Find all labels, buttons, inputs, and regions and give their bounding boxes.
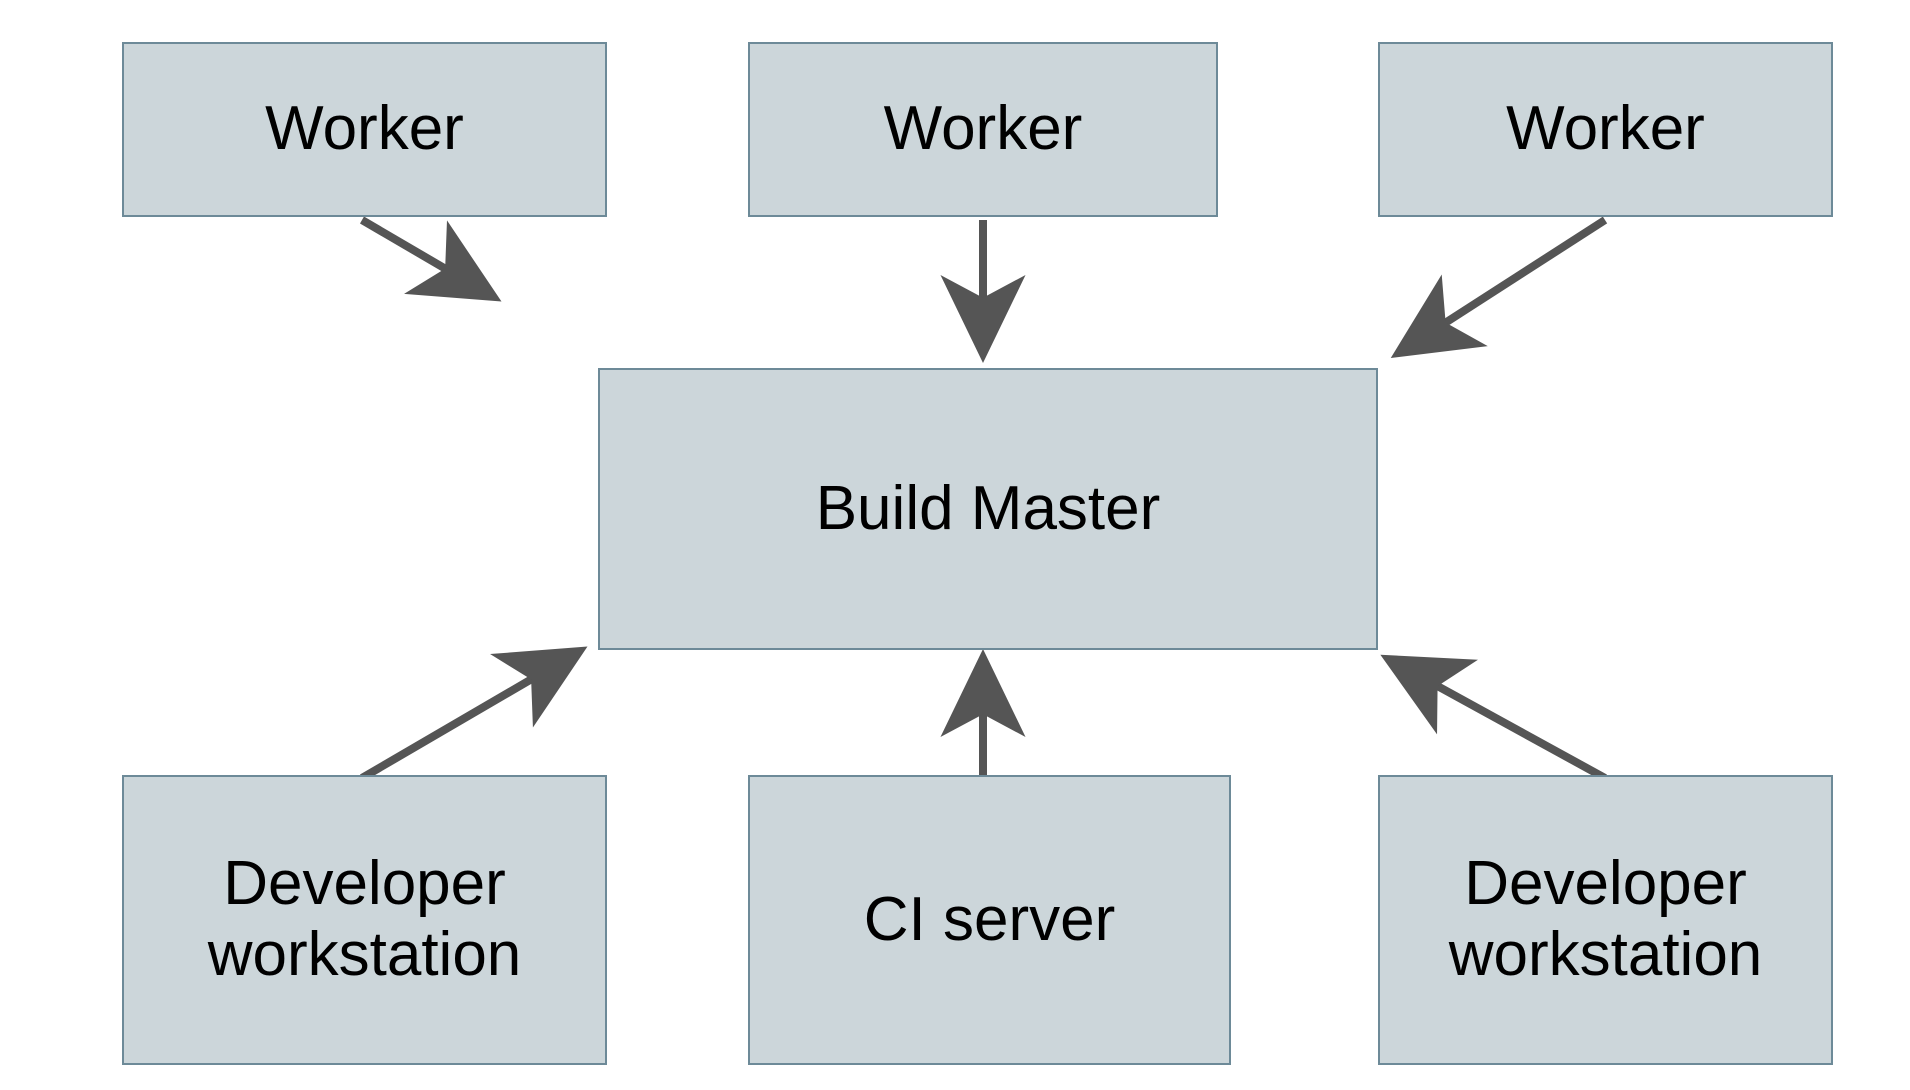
node-developer-workstation-right-label: Developer workstation — [1448, 849, 1763, 989]
node-worker-3-label: Worker — [1506, 94, 1705, 164]
node-ci-server[interactable]: CI server — [748, 775, 1231, 1065]
node-developer-workstation-left[interactable]: Developer workstation — [122, 775, 607, 1065]
edge-worker-1-to-build-master — [359, 216, 502, 302]
node-build-master-label: Build Master — [815, 473, 1161, 543]
edge-developer-left-to-build-master — [359, 646, 588, 782]
node-build-master[interactable]: Build Master — [598, 368, 1378, 650]
node-worker-2-label: Worker — [883, 94, 1083, 164]
node-worker-1[interactable]: Worker — [122, 42, 607, 217]
node-developer-workstation-right[interactable]: Developer workstation — [1378, 775, 1833, 1065]
node-developer-workstation-left-label: Developer workstation — [207, 849, 522, 989]
edge-worker-3-to-build-master — [1390, 216, 1608, 358]
node-worker-3[interactable]: Worker — [1378, 42, 1833, 217]
edge-developer-right-to-build-master — [1380, 654, 1607, 782]
node-worker-2[interactable]: Worker — [748, 42, 1218, 217]
node-worker-1-label: Worker — [265, 94, 464, 164]
node-ci-server-label: CI server — [863, 884, 1116, 954]
